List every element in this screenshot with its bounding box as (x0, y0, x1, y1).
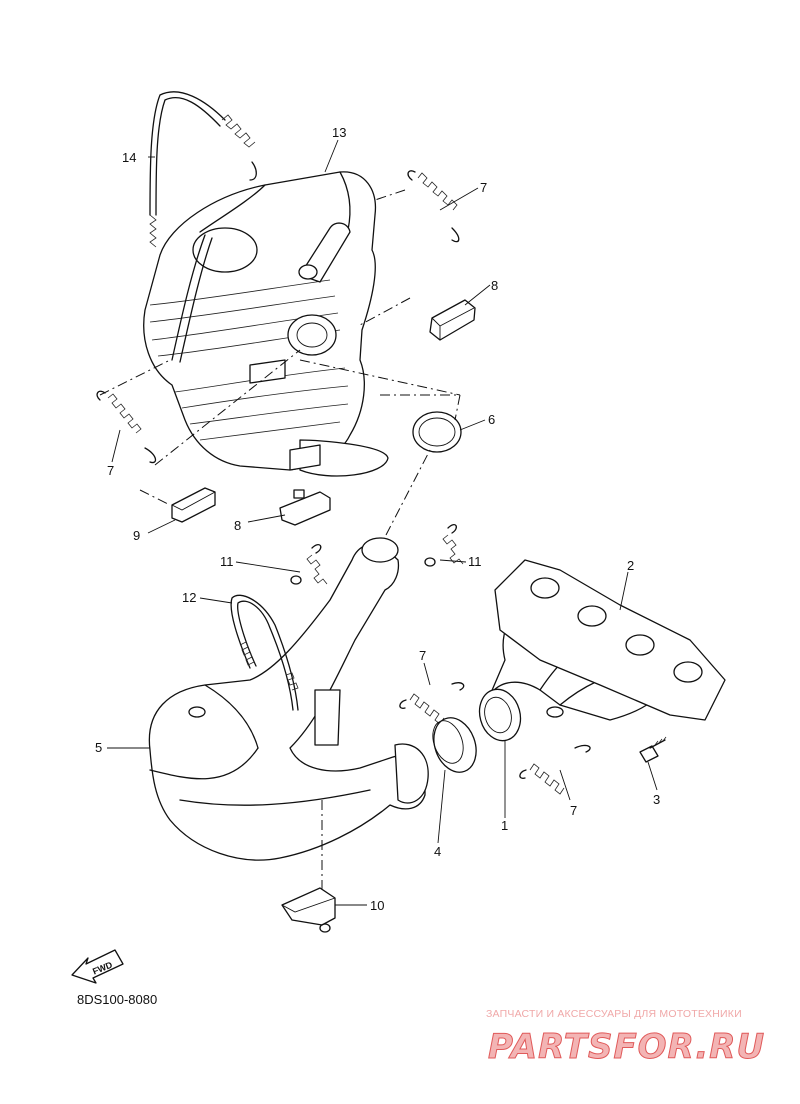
strap-12[interactable] (230, 594, 299, 711)
joint-pipe-4[interactable] (427, 712, 484, 778)
damper-8-upper[interactable] (429, 299, 476, 341)
spring-7-upper[interactable] (407, 170, 460, 243)
callout-7-left: 7 (107, 463, 114, 478)
leader-lines (107, 139, 658, 906)
callout-7-middle: 7 (419, 648, 426, 663)
damper-10[interactable] (281, 887, 336, 933)
callout-8-lower: 8 (234, 518, 241, 533)
callout-11-right: 11 (468, 554, 482, 569)
fwd-arrow: FWD (71, 949, 124, 984)
watermark: ЗАПЧАСТИ И АКСЕССУАРЫ ДЛЯ МОТОТЕХНИКИ PA… (486, 1008, 786, 1073)
manifold-gasket-2[interactable] (494, 559, 726, 721)
spring-11-left[interactable] (290, 544, 328, 585)
damper-9[interactable] (171, 487, 216, 523)
callout-9: 9 (133, 528, 140, 543)
strap-spring-13[interactable] (149, 91, 257, 248)
callout-14: 13 (332, 125, 346, 140)
callout-3: 3 (653, 792, 660, 807)
muffler[interactable] (143, 171, 389, 477)
spring-7-left[interactable] (96, 390, 157, 464)
watermark-tagline: ЗАПЧАСТИ И АКСЕССУАРЫ ДЛЯ МОТОТЕХНИКИ (486, 1008, 742, 1020)
callout-1: 1 (501, 818, 508, 833)
spring-7-middle[interactable] (399, 682, 465, 725)
center-lines (99, 189, 461, 890)
callout-13: 14 (122, 150, 136, 165)
damper-8-lower[interactable] (279, 489, 331, 526)
callout-8-upper: 8 (491, 278, 498, 293)
bolt-3[interactable] (639, 736, 667, 763)
callout-6: 6 (488, 412, 495, 427)
gasket-6[interactable] (412, 411, 462, 453)
spring-7-lower[interactable] (519, 744, 591, 795)
callout-10: 10 (370, 898, 384, 913)
callout-12: 12 (182, 590, 196, 605)
callout-2: 2 (627, 558, 634, 573)
callout-7-upper: 7 (480, 180, 487, 195)
watermark-logo: PARTSFOR.RU (488, 1027, 765, 1068)
spring-11-right[interactable] (424, 524, 464, 567)
catalog-code: 8DS100-8080 (77, 992, 158, 1007)
callout-11-left: 11 (220, 554, 234, 569)
callout-numbers: 14 13 7 8 6 7 9 8 11 11 12 2 7 5 1 7 3 4… (95, 125, 660, 913)
callout-7-lower: 7 (570, 803, 577, 818)
callout-4: 4 (434, 844, 441, 859)
svg-text:PARTSFOR.RU: PARTSFOR.RU (488, 1027, 765, 1067)
exhaust-chamber[interactable] (148, 537, 429, 861)
callout-5: 5 (95, 740, 102, 755)
